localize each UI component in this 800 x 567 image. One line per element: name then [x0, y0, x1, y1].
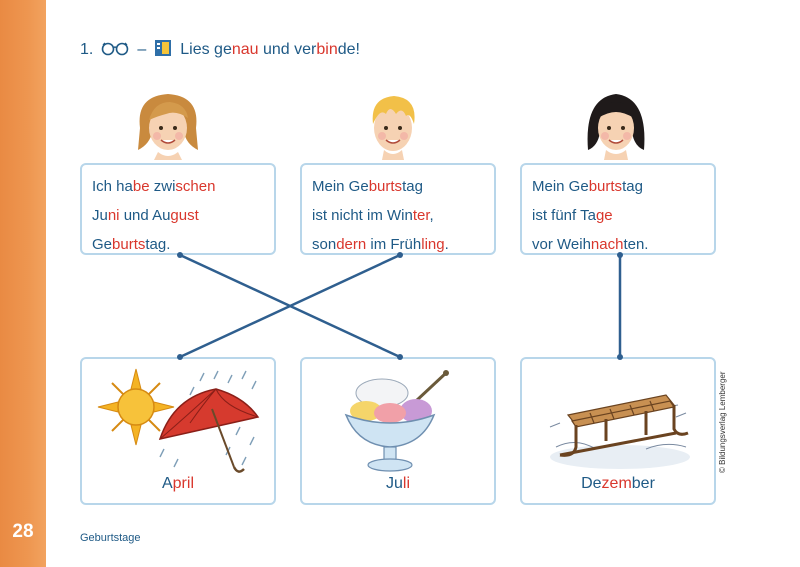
instruction-text: Lies genau und verbinde! — [180, 41, 360, 59]
boy-blonde-face — [372, 96, 415, 160]
sentence-line: Geburtstag. — [92, 230, 274, 259]
text-segment: pril — [172, 475, 194, 492]
text-segment: Ich ha — [92, 178, 133, 195]
text-segment: Mein Ge — [532, 178, 589, 195]
sentence-line: vor Weihnachten. — [532, 230, 714, 259]
ice-cream-cup-icon — [344, 370, 449, 472]
text-segment: Lies ge — [180, 41, 232, 58]
text-segment: bin — [316, 41, 338, 58]
instruction-dash: – — [137, 41, 147, 58]
text-segment: Ju — [385, 475, 403, 492]
text-segment: ist nicht im Win — [312, 207, 413, 224]
text-segment: ten. — [623, 236, 649, 253]
sentence-line: Mein Geburtstag — [312, 172, 494, 201]
text-segment: burts — [588, 178, 623, 195]
text-segment: im Früh — [366, 236, 422, 253]
sentence-box-2[interactable]: Mein Geburtstag ist nicht im Winter, son… — [300, 163, 496, 255]
text-segment: be — [132, 178, 150, 195]
text-segment: Mein Ge — [312, 178, 369, 195]
connection-line — [179, 253, 401, 359]
sentence-line: Ich habe zwischen — [92, 172, 274, 201]
girl-blonde-face — [138, 94, 198, 160]
sentence-line: Mein Geburtstag — [532, 172, 714, 201]
text-segment: burts — [112, 236, 146, 253]
text-segment: ber — [631, 475, 655, 492]
text-segment: burts — [368, 178, 403, 195]
text-segment: Ju — [92, 207, 108, 224]
sentence-line: Juni und August — [92, 201, 274, 230]
text-segment: ni — [107, 207, 120, 224]
sentence-line: sondern im Frühling. — [312, 230, 494, 259]
text-segment: zwi — [149, 178, 176, 195]
text-segment: ling — [421, 236, 445, 253]
girl-dark-hair-face — [587, 94, 645, 160]
instruction: 1. – Lies genau und verbinde! — [80, 38, 360, 62]
text-segment: de! — [337, 41, 360, 58]
picture-box-april[interactable]: April — [80, 357, 276, 505]
sentence-line: ist nicht im Winter, — [312, 201, 494, 230]
text-segment: . — [444, 236, 449, 253]
sled-snow-icon — [549, 394, 690, 469]
text-segment: , — [429, 207, 434, 224]
month-label-dezember: Dezember — [522, 475, 714, 493]
text-segment: dern — [336, 236, 367, 253]
text-segment: ge — [595, 207, 613, 224]
month-label-april: April — [82, 475, 274, 493]
side-strip — [0, 0, 46, 567]
text-segment: nau — [231, 41, 259, 58]
picture-box-juli[interactable]: Juli — [300, 357, 496, 505]
connection-line — [179, 253, 401, 359]
text-segment: zem — [601, 475, 632, 492]
sentence-box-1[interactable]: Ich habe zwischen Juni und August Geburt… — [80, 163, 276, 255]
exercise-number: 1. — [80, 41, 94, 58]
text-segment: li — [402, 475, 410, 492]
copyright-notice: © Bildungsverlag Lemberger — [718, 371, 727, 473]
eyes-icon — [101, 40, 129, 61]
month-label-juli: Juli — [302, 475, 494, 493]
text-segment: De — [581, 475, 602, 492]
text-segment: ist fünf Ta — [532, 207, 596, 224]
section-title: Geburtstage — [80, 532, 141, 544]
text-segment: nach — [590, 236, 624, 253]
text-segment: tag — [402, 178, 423, 195]
text-segment: tag — [622, 178, 643, 195]
sun-umbrella-rain-icon — [97, 368, 260, 473]
sentence-line: ist fünf Tage — [532, 201, 714, 230]
sentence-box-3[interactable]: Mein Geburtstag ist fünf Tage vor Weihna… — [520, 163, 716, 255]
text-segment: und ver — [258, 41, 317, 58]
text-segment: und Au — [119, 207, 171, 224]
text-segment: schen — [175, 178, 216, 195]
reading-card-icon — [154, 39, 172, 62]
text-segment: A — [161, 475, 173, 492]
text-segment: gust — [170, 207, 199, 224]
page-number: 28 — [12, 521, 34, 542]
text-segment: vor Weih — [532, 236, 591, 253]
text-segment: Ge — [92, 236, 113, 253]
text-segment: ter — [412, 207, 430, 224]
text-segment: tag. — [145, 236, 171, 253]
text-segment: son — [312, 236, 337, 253]
picture-box-dezember[interactable]: Dezember — [520, 357, 716, 505]
